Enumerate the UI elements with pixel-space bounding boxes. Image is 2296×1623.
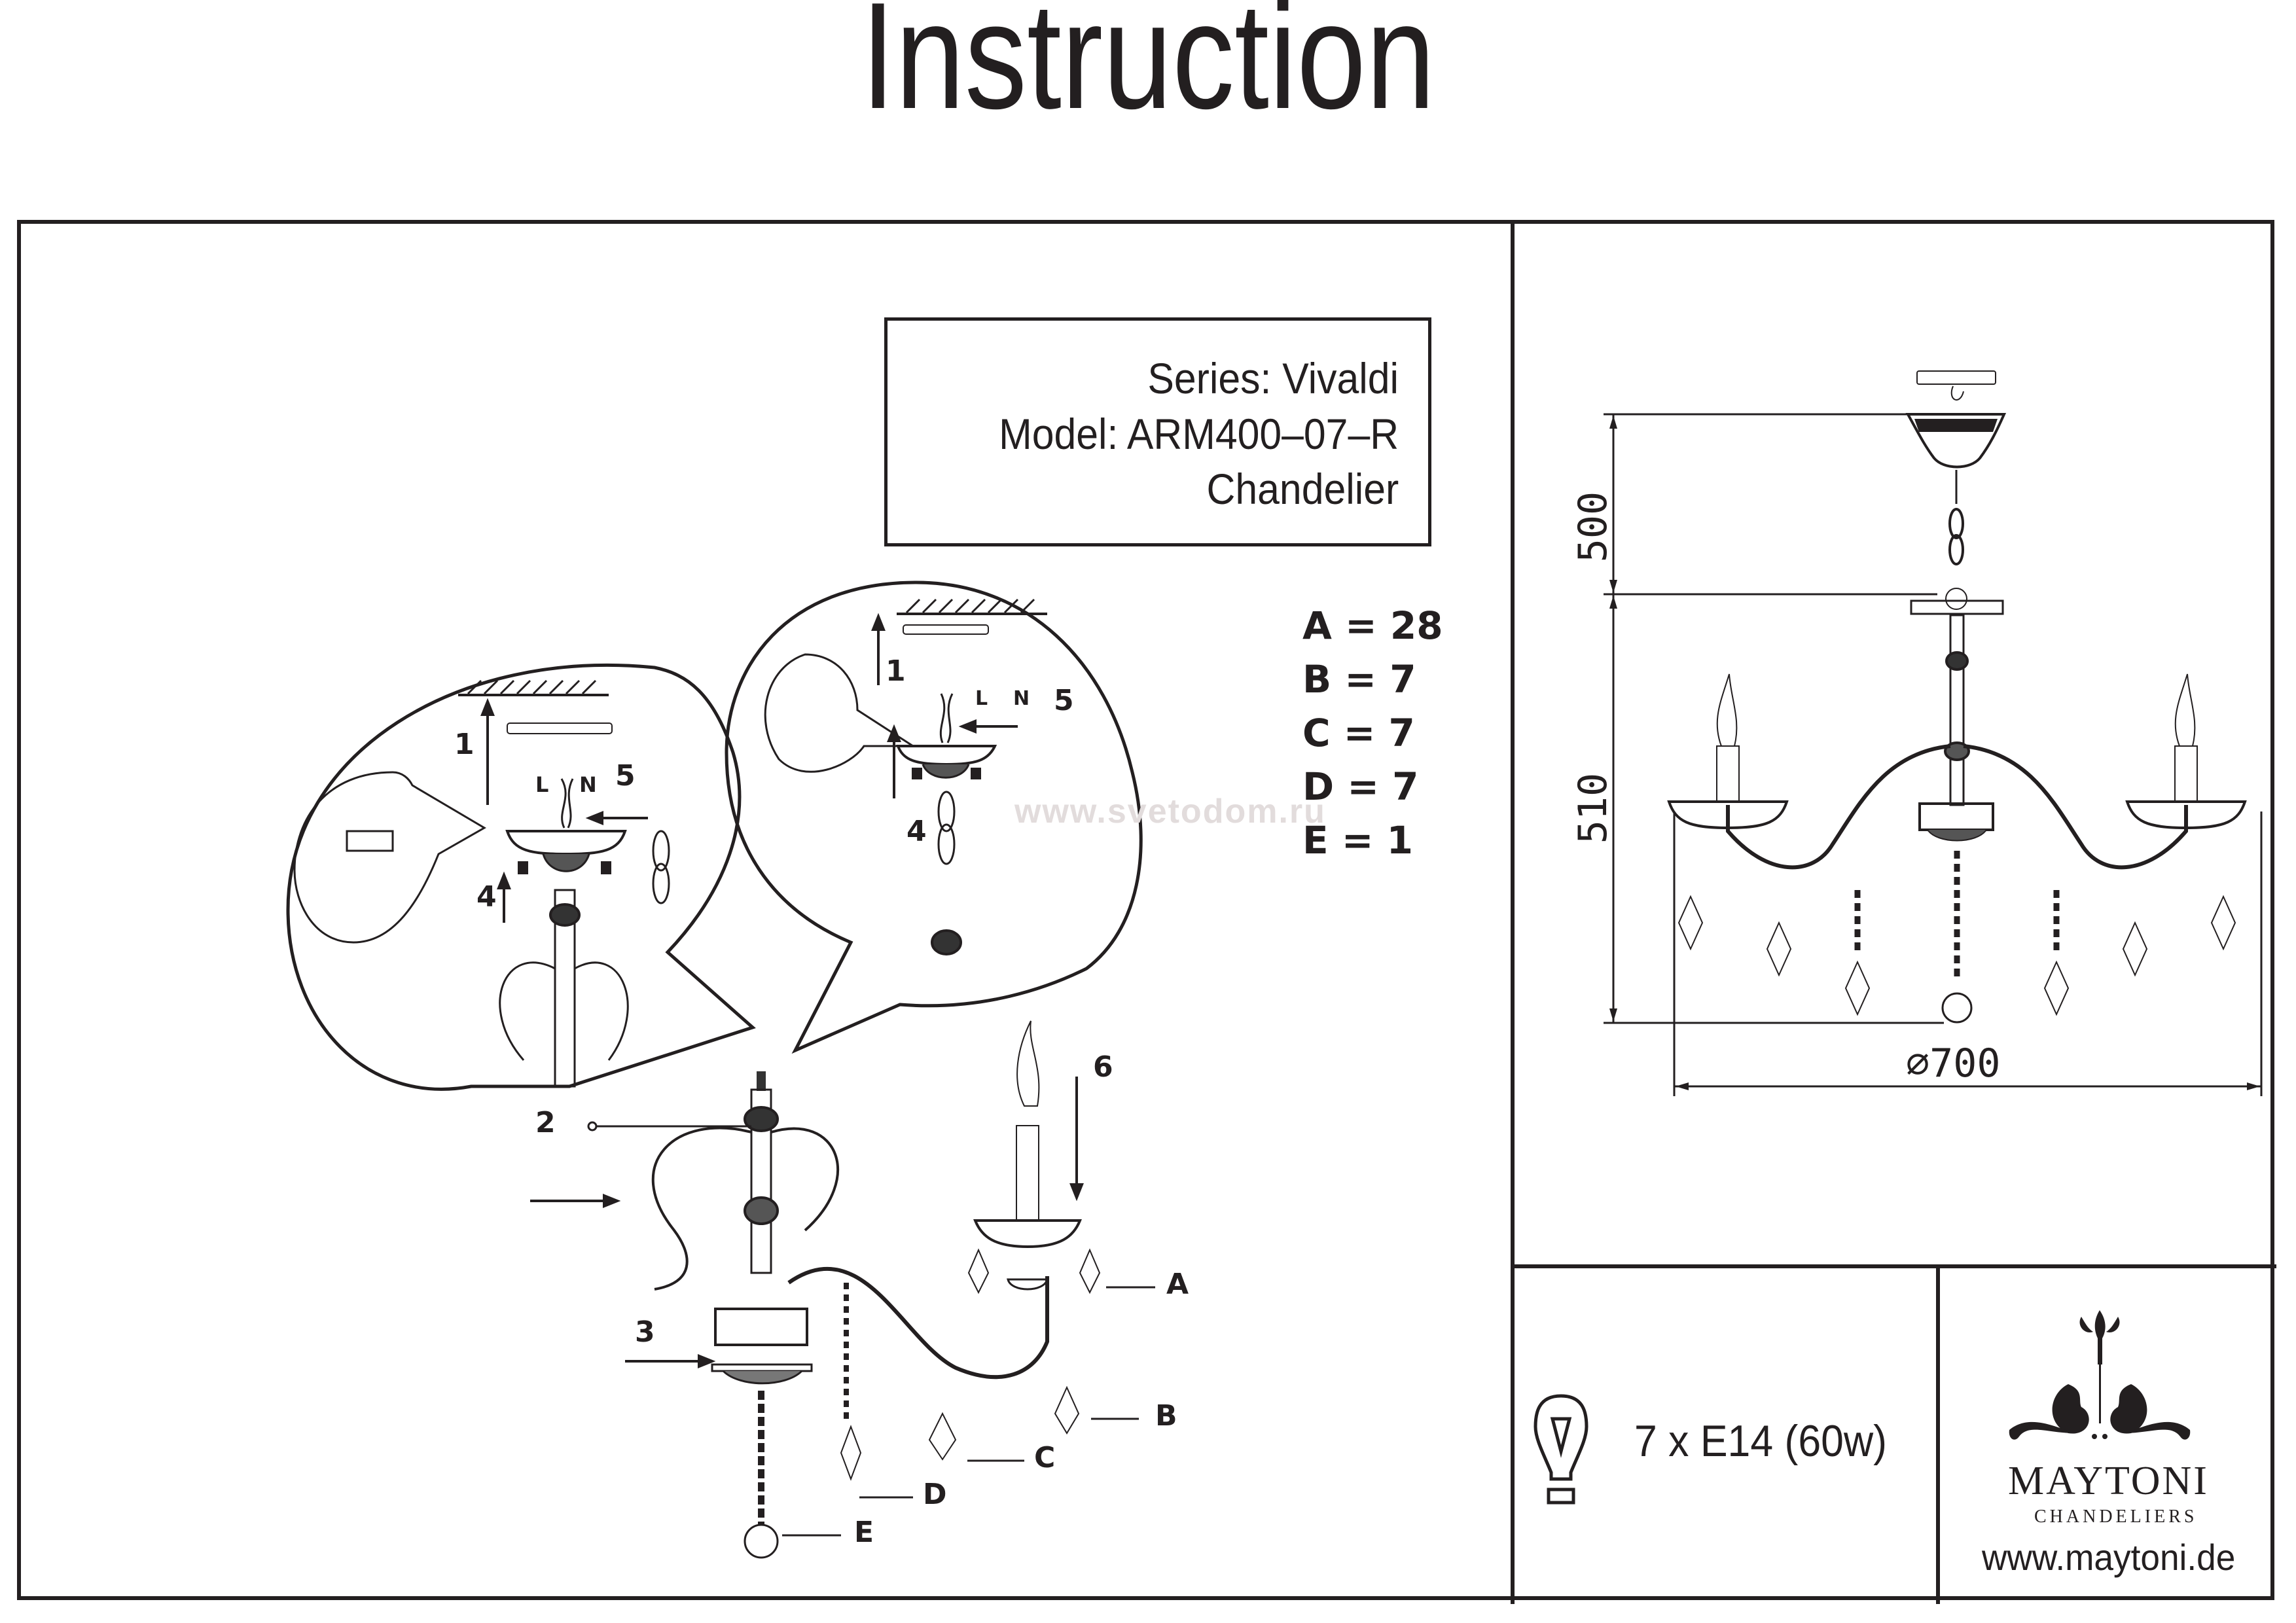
product-info-box: Series: Vivaldi Model: ARM400–07–R Chand… (884, 317, 1431, 546)
step-label-2: 2 (535, 1106, 556, 1139)
model-label: Model: ARM400–07–R (999, 410, 1399, 458)
product-type-label: Chandelier (1206, 465, 1399, 513)
callout-b: B (1155, 1399, 1177, 1433)
zoom-bubble-left (286, 664, 756, 1091)
step-label-6: 6 (1093, 1050, 1113, 1084)
brand-website-link[interactable]: www.maytoni.de (1982, 1537, 2236, 1578)
brand-tagline: CHANDELIERS (2034, 1507, 2198, 1527)
brand-name: MAYTONI (2008, 1459, 2209, 1503)
part-count-c: C = 7 (1302, 711, 1415, 755)
step-label-1-zoom: 1 (886, 654, 906, 688)
step-label-3: 3 (635, 1315, 655, 1349)
bulb-spec: 7 x E14 (60w) (1634, 1416, 1887, 1466)
series-label: Series: Vivaldi (1147, 354, 1399, 402)
part-count-e: E = 1 (1302, 818, 1413, 863)
callout-d: D (923, 1478, 947, 1511)
step-label-4: 4 (476, 880, 497, 914)
step-label-5-zoom: 5 (1054, 684, 1074, 717)
divider-vertical (1511, 220, 1515, 1604)
page-title: Instruction (861, 0, 1435, 141)
parts-quantity-list: A = 28 B = 7 C = 7 D = 7 E = 1 (1302, 599, 1443, 867)
step-label-5: 5 (615, 759, 636, 793)
part-count-a: A = 28 (1302, 603, 1443, 648)
dimension-drawing (1604, 370, 2263, 1096)
wire-label-neutral: N (579, 772, 597, 797)
wire-label-live-zoom: L (975, 687, 988, 710)
step-label-4-zoom: 4 (906, 815, 927, 848)
divider-horizontal (1511, 1264, 2276, 1268)
divider-vertical-bottom (1936, 1264, 1940, 1604)
wire-label-neutral-zoom: N (1013, 687, 1030, 710)
watermark: www.svetodom.ru (1014, 793, 1326, 830)
dimension-body-height: 510 (1570, 772, 1617, 844)
part-count-d: D = 7 (1302, 764, 1419, 809)
zoom-bubble-right (725, 580, 1143, 1054)
part-count-b: B = 7 (1302, 657, 1416, 702)
step-label-1: 1 (454, 728, 475, 761)
wire-label-live: L (535, 772, 549, 797)
chandelier-arm-drawing (530, 1020, 1155, 1559)
dimension-suspension-height: 500 (1570, 491, 1617, 563)
outer-frame (17, 220, 2274, 1600)
callout-a: A (1166, 1268, 1189, 1301)
callout-c: C (1034, 1441, 1056, 1474)
callout-e: E (854, 1516, 874, 1549)
dimension-diameter: ⌀700 (1906, 1041, 2001, 1086)
maytoni-ornament-icon (2009, 1310, 2191, 1440)
light-bulb-icon (1534, 1394, 1588, 1505)
